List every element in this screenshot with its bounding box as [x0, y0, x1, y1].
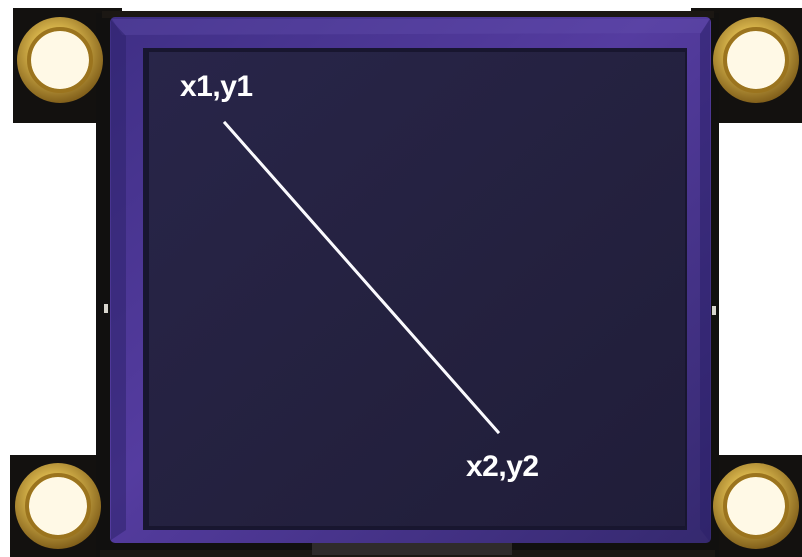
start-point-label: x1,y1	[180, 72, 253, 102]
mounting-hole-icon	[713, 17, 799, 103]
mounting-hole-icon	[17, 17, 103, 103]
mounting-hole-icon	[15, 463, 101, 549]
end-point-label: x2,y2	[466, 452, 539, 482]
mounting-hole-icon	[713, 463, 799, 549]
